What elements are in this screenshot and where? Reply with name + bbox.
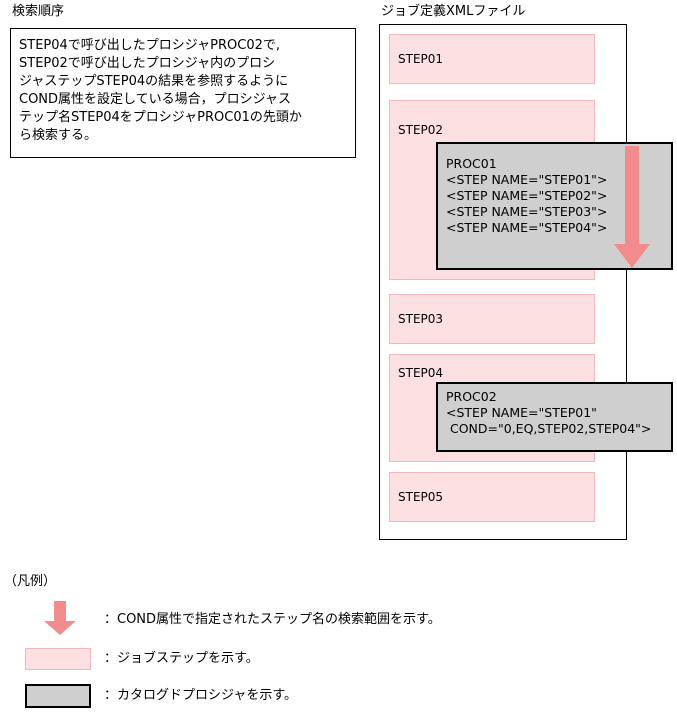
proc02-line: PROC02 [446, 389, 497, 404]
step-label: STEP01 [398, 52, 444, 66]
proc01-line: <STEP NAME="STEP03"> [446, 204, 608, 219]
search-order-title: 検索順序 [12, 4, 65, 19]
description-line-1: STEP04で呼び出したプロシジャPROC02で, [19, 38, 280, 53]
legend-job-step-text: ：ジョブステップを示す。 [104, 651, 259, 666]
proc01-line: <STEP NAME="STEP01"> [446, 172, 608, 187]
proc02-line: COND="0,EQ,STEP02,STEP04"> [446, 421, 652, 436]
proc01-line: <STEP NAME="STEP04"> [446, 220, 608, 235]
description-line-4: COND属性を設定している場合，プロシジャス [19, 92, 292, 107]
description-line-2: STEP02で呼び出したプロシジャ内のプロシ [19, 56, 276, 71]
description-line-5: テップ名STEP04をプロシジャPROC01の先頭か [19, 110, 302, 125]
step-label: STEP02 [398, 123, 444, 137]
job-step-step05: STEP05 [389, 472, 595, 522]
job-step-step01: STEP01 [389, 34, 595, 84]
legend-arrow-icon [44, 601, 76, 635]
step-label: STEP03 [398, 312, 444, 326]
description-line-6: ら検索する。 [19, 128, 98, 143]
search-range-arrow-icon [614, 146, 650, 268]
legend-arrow-text: ：COND属性で指定されたステップ名の検索範囲を示す。 [104, 612, 441, 627]
proc01-line: <STEP NAME="STEP02"> [446, 188, 608, 203]
legend-job-step-swatch [25, 648, 91, 670]
catalog-procedure-proc02: PROC02 <STEP NAME="STEP01" COND="0,EQ,ST… [436, 382, 673, 452]
step-label: STEP04 [398, 366, 444, 380]
search-order-description: STEP04で呼び出したプロシジャPROC02で, STEP02で呼び出したプロ… [10, 28, 356, 158]
job-xml-title: ジョブ定義XMLファイル [381, 4, 526, 19]
description-line-3: ジャステップSTEP04の結果を参照するように [19, 74, 289, 89]
legend-title: （凡例） [4, 574, 57, 589]
legend-catalog-swatch [25, 684, 91, 708]
step-label: STEP05 [398, 490, 444, 504]
legend-catalog-text: ：カタログドプロシジャを示す。 [104, 688, 298, 703]
proc01-line: PROC01 [446, 156, 497, 171]
proc02-line: <STEP NAME="STEP01" [446, 405, 597, 420]
job-step-step03: STEP03 [389, 294, 595, 344]
